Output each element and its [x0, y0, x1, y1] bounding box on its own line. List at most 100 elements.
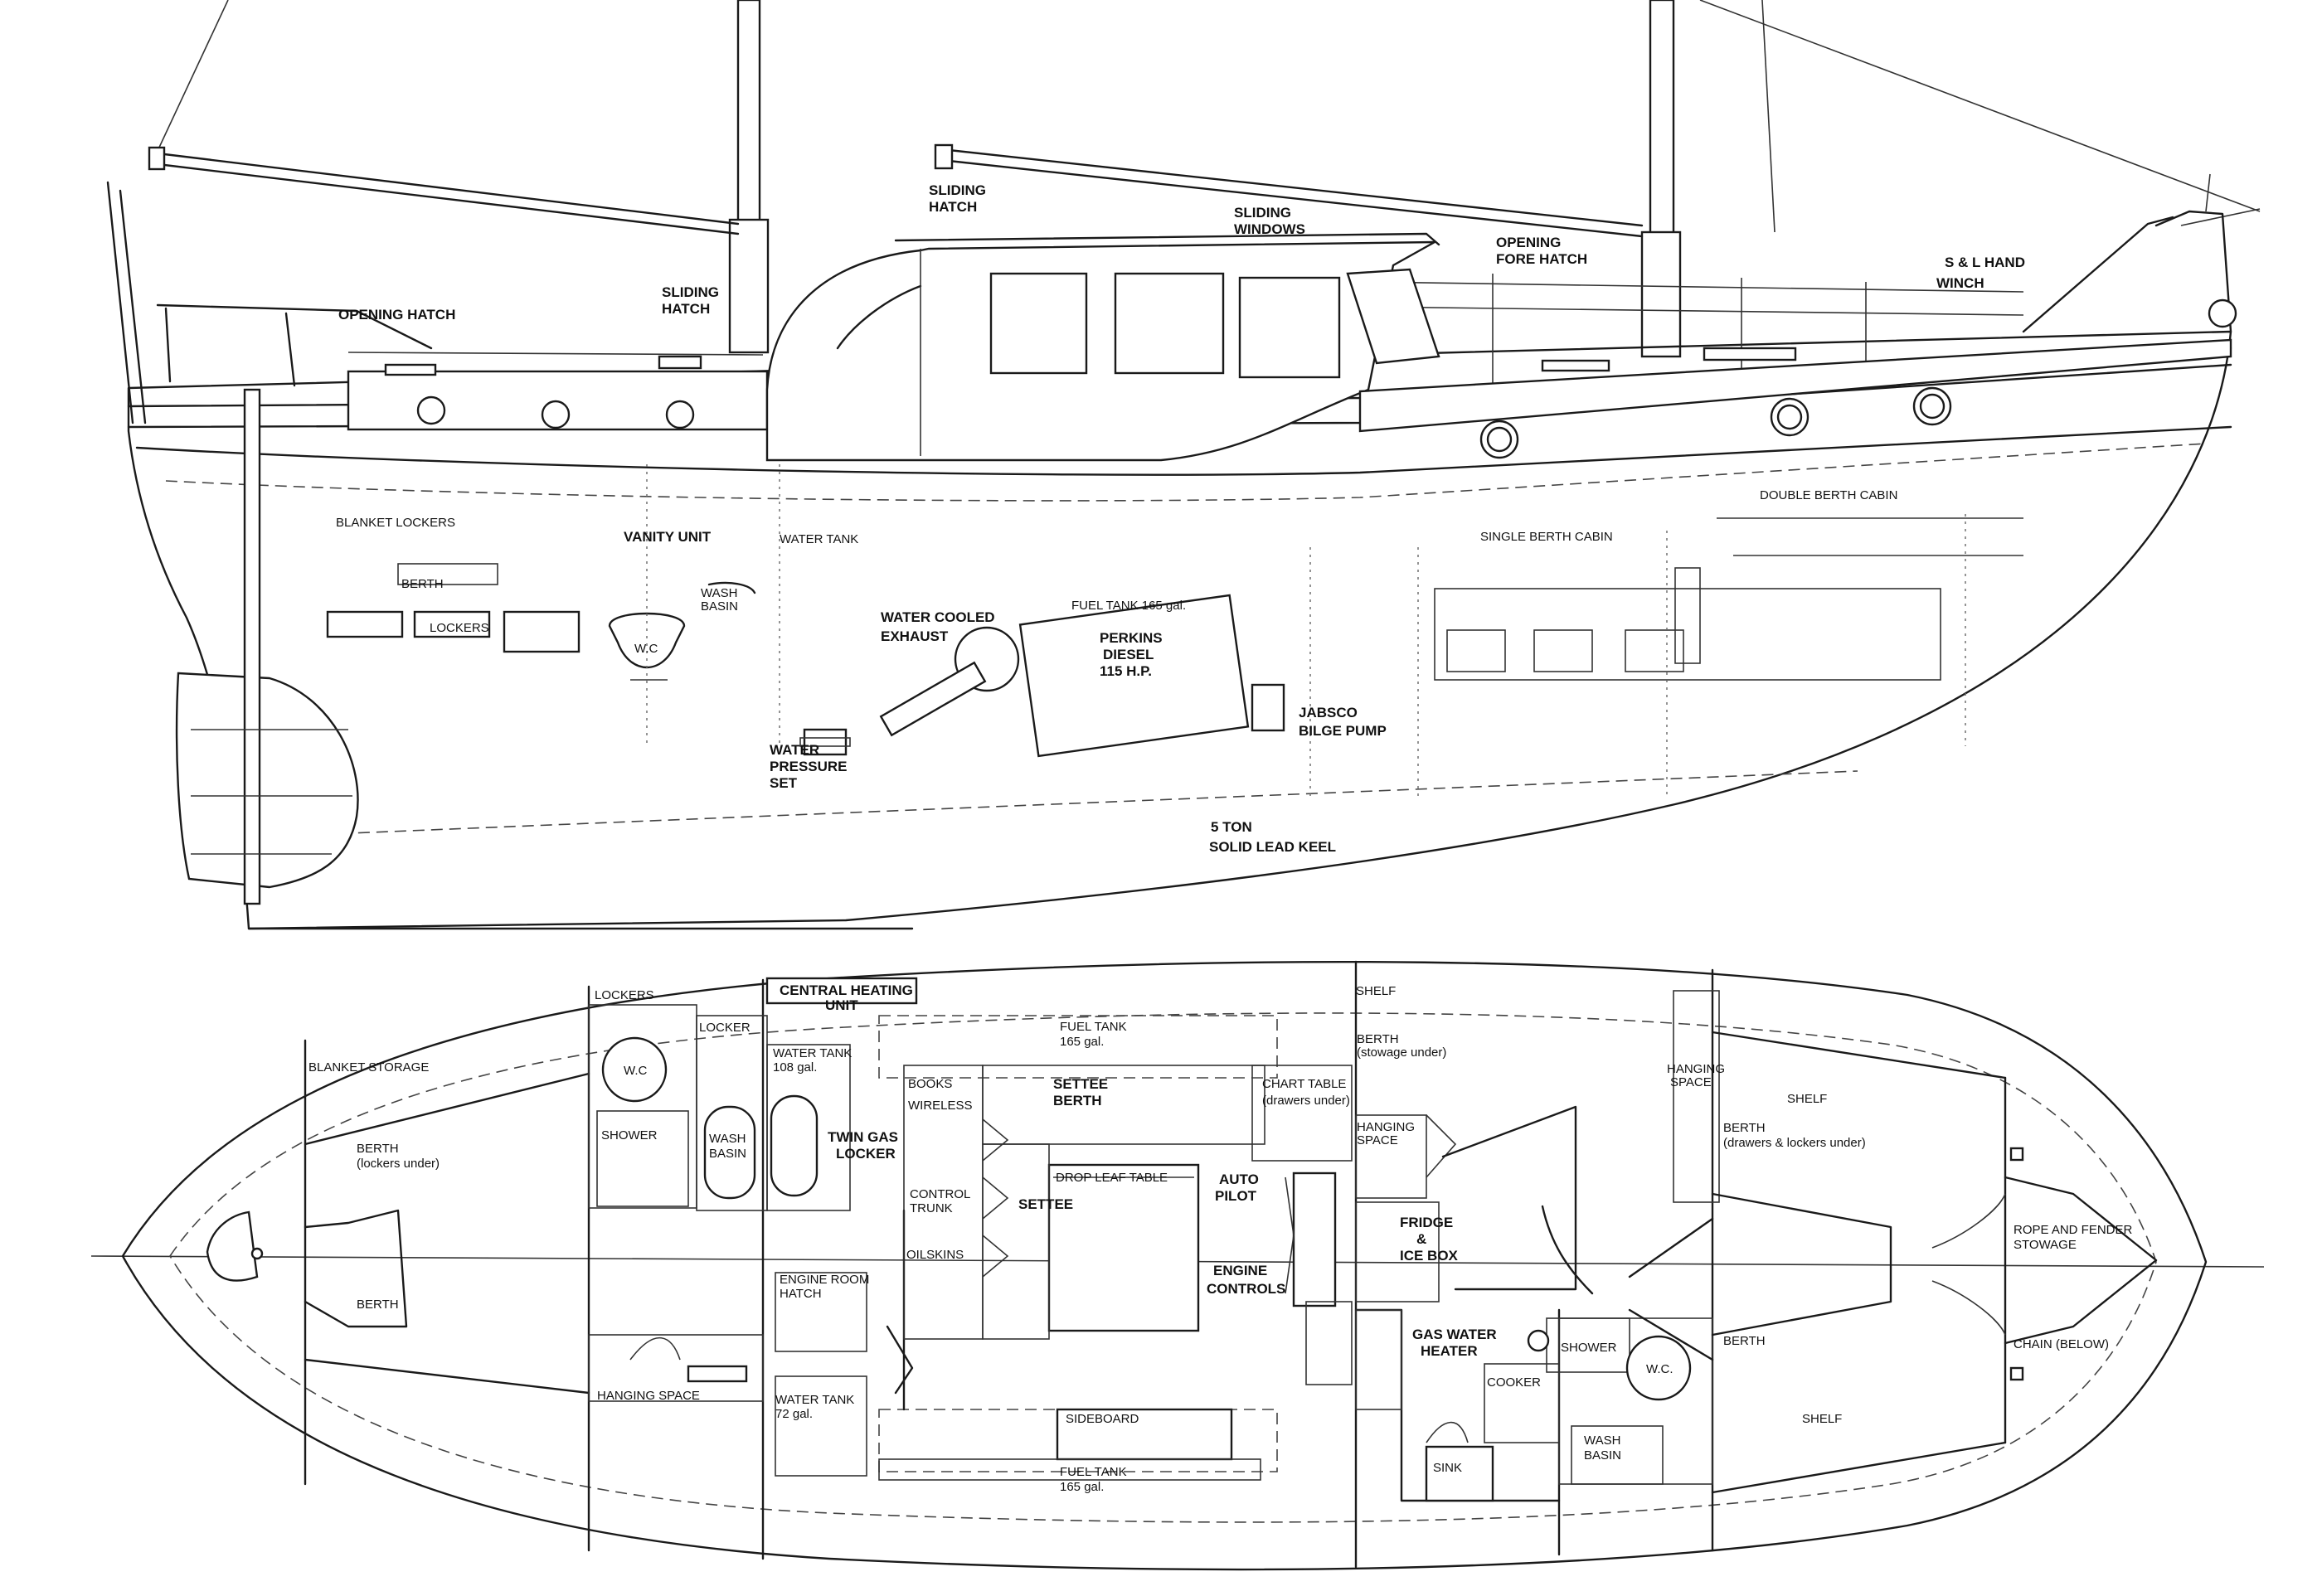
aft-deckhouse — [347, 355, 769, 431]
label-engine-controls-2: CONTROLS — [1207, 1281, 1285, 1297]
label-control-trunk: CONTROL — [910, 1187, 970, 1201]
label-blanket-lockers: BLANKET LOCKERS — [336, 516, 455, 530]
label-berth-aft: BERTH — [357, 1142, 399, 1156]
rigging — [157, 0, 2261, 233]
wheelhouse — [765, 232, 1440, 462]
label-locker-plan: LOCKER — [699, 1021, 751, 1035]
label-hanging-space-fwd-2: SPACE — [1670, 1075, 1712, 1089]
label-hanging-space-fwd: HANGING — [1667, 1062, 1725, 1076]
label-chart-table-2: (drawers under) — [1262, 1094, 1350, 1108]
label-water-tank-108-2: 108 gal. — [773, 1060, 817, 1075]
label-shelf-fwd-top: SHELF — [1787, 1092, 1827, 1106]
label-fridge-3: ICE BOX — [1400, 1248, 1459, 1264]
label-berth-aft-lower: BERTH — [357, 1298, 399, 1312]
label-cooker: COOKER — [1487, 1375, 1541, 1390]
label-sink: SINK — [1433, 1461, 1462, 1475]
label-gas-water-heater-2: HEATER — [1421, 1343, 1478, 1359]
label-auto-pilot: AUTO — [1219, 1172, 1259, 1187]
label-jabsco-2: BILGE PUMP — [1299, 723, 1387, 739]
bow-pulpit — [2022, 210, 2237, 333]
label-engine-controls: ENGINE — [1213, 1263, 1267, 1278]
aft-heads — [588, 1004, 768, 1402]
label-wash-basin-fwd: WASH — [1584, 1433, 1620, 1448]
label-wash-basin-aft-2: BASIN — [709, 1147, 746, 1161]
label-lockers-profile: LOCKERS — [430, 621, 489, 635]
label-water-cooled-exhaust-2: EXHAUST — [881, 628, 949, 644]
label-wash-basin-aft: WASH — [709, 1132, 746, 1146]
label-berth-mid: BERTH — [1357, 1032, 1399, 1046]
label-fridge: FRIDGE — [1400, 1215, 1453, 1230]
label-central-heating-2: UNIT — [825, 997, 858, 1013]
label-books: BOOKS — [908, 1077, 952, 1091]
label-settee-berth: SETTEE — [1053, 1076, 1108, 1092]
label-vanity-unit: VANITY UNIT — [624, 529, 712, 545]
label-water-tank-108: WATER TANK — [773, 1046, 852, 1060]
forward-cabin — [1673, 990, 2158, 1494]
profile-labels: OPENING HATCH SLIDING HATCH SLIDING HATC… — [336, 182, 2025, 855]
label-gas-water-heater: GAS WATER — [1412, 1327, 1497, 1342]
label-rope-fender: ROPE AND FENDER — [2014, 1223, 2133, 1237]
label-water-tank-72-2: 72 gal. — [775, 1407, 813, 1421]
label-shower-fwd: SHOWER — [1561, 1341, 1617, 1355]
profile-view: OPENING HATCH SLIDING HATCH SLIDING HATC… — [106, 0, 2261, 930]
label-jabsco: JABSCO — [1299, 705, 1358, 720]
label-settee-berth-2: BERTH — [1053, 1093, 1102, 1108]
rudder — [175, 388, 359, 905]
label-fridge-2: & — [1416, 1231, 1426, 1247]
label-fuel-tank-profile: FUEL TANK 165 gal. — [1071, 599, 1186, 613]
label-rope-fender-2: STOWAGE — [2014, 1238, 2077, 1252]
label-twin-gas-locker-2: LOCKER — [836, 1146, 896, 1162]
label-keel: 5 TON — [1211, 819, 1252, 835]
label-wash-basin-profile: WASH — [701, 586, 737, 600]
label-berth-profile: BERTH — [401, 577, 444, 591]
label-fuel-tank-bottom: FUEL TANK — [1060, 1465, 1127, 1479]
label-double-berth-cabin: DOUBLE BERTH CABIN — [1760, 488, 1897, 502]
label-winch-2: WINCH — [1936, 275, 1984, 291]
label-opening-fore-hatch-2: FORE HATCH — [1496, 251, 1587, 267]
label-settee: SETTEE — [1018, 1196, 1073, 1212]
label-sliding-hatch-aft-2: HATCH — [662, 301, 710, 317]
label-winch: S & L HAND — [1945, 255, 2025, 270]
label-water-cooled-exhaust: WATER COOLED — [881, 609, 995, 625]
label-sliding-windows-2: WINDOWS — [1234, 221, 1305, 237]
label-hanging-space-mid-2: SPACE — [1357, 1133, 1398, 1147]
label-chain: CHAIN (BELOW) — [2014, 1337, 2109, 1351]
label-berth-mid-2: (stowage under) — [1357, 1045, 1446, 1060]
label-wc-fwd: W.C. — [1646, 1362, 1673, 1376]
label-oilskins: OILSKINS — [906, 1248, 964, 1262]
label-engine-2: DIESEL — [1103, 647, 1154, 662]
label-lockers-plan: LOCKERS — [595, 988, 654, 1002]
label-water-pressure: WATER — [770, 742, 819, 758]
label-water-tank: WATER TANK — [780, 532, 858, 546]
label-sliding-hatch-fwd-2: HATCH — [929, 199, 977, 215]
label-berth-fwd-2: (drawers & lockers under) — [1723, 1136, 1866, 1150]
label-engine-3: 115 H.P. — [1100, 663, 1152, 679]
label-opening-fore-hatch: OPENING — [1496, 235, 1561, 250]
label-water-pressure-2: PRESSURE — [770, 759, 848, 774]
label-fuel-tank-top-2: 165 gal. — [1060, 1035, 1104, 1049]
label-engine-room-hatch: ENGINE ROOM — [780, 1273, 869, 1287]
label-wc-profile: W.C — [634, 642, 658, 656]
label-chart-table: CHART TABLE — [1262, 1077, 1346, 1091]
label-hanging-space-mid: HANGING — [1357, 1120, 1415, 1134]
label-hanging-space-aft: HANGING SPACE — [597, 1389, 700, 1403]
main-mast — [934, 0, 1682, 358]
plan-labels: BLANKET STORAGE BERTH (lockers under) BE… — [308, 982, 2133, 1494]
label-central-heating: CENTRAL HEATING — [780, 982, 913, 998]
label-control-trunk-2: TRUNK — [910, 1201, 953, 1215]
label-twin-gas-locker: TWIN GAS — [828, 1129, 898, 1145]
label-wc-aft: W.C — [624, 1064, 647, 1078]
label-berth-aft-2: (lockers under) — [357, 1157, 440, 1171]
label-wash-basin-fwd-2: BASIN — [1584, 1448, 1621, 1463]
fore-coachroof — [1358, 338, 2232, 459]
saloon — [878, 1065, 1353, 1481]
forward-heads — [1558, 1217, 1714, 1485]
label-auto-pilot-2: PILOT — [1215, 1188, 1257, 1204]
interior-profile-detail — [326, 464, 2023, 796]
label-single-berth-cabin: SINGLE BERTH CABIN — [1480, 530, 1613, 544]
label-drop-leaf-table: DROP LEAF TABLE — [1056, 1171, 1168, 1185]
label-fuel-tank-bottom-2: 165 gal. — [1060, 1480, 1104, 1494]
label-sideboard: SIDEBOARD — [1066, 1412, 1139, 1426]
label-fuel-tank-top: FUEL TANK — [1060, 1020, 1127, 1034]
